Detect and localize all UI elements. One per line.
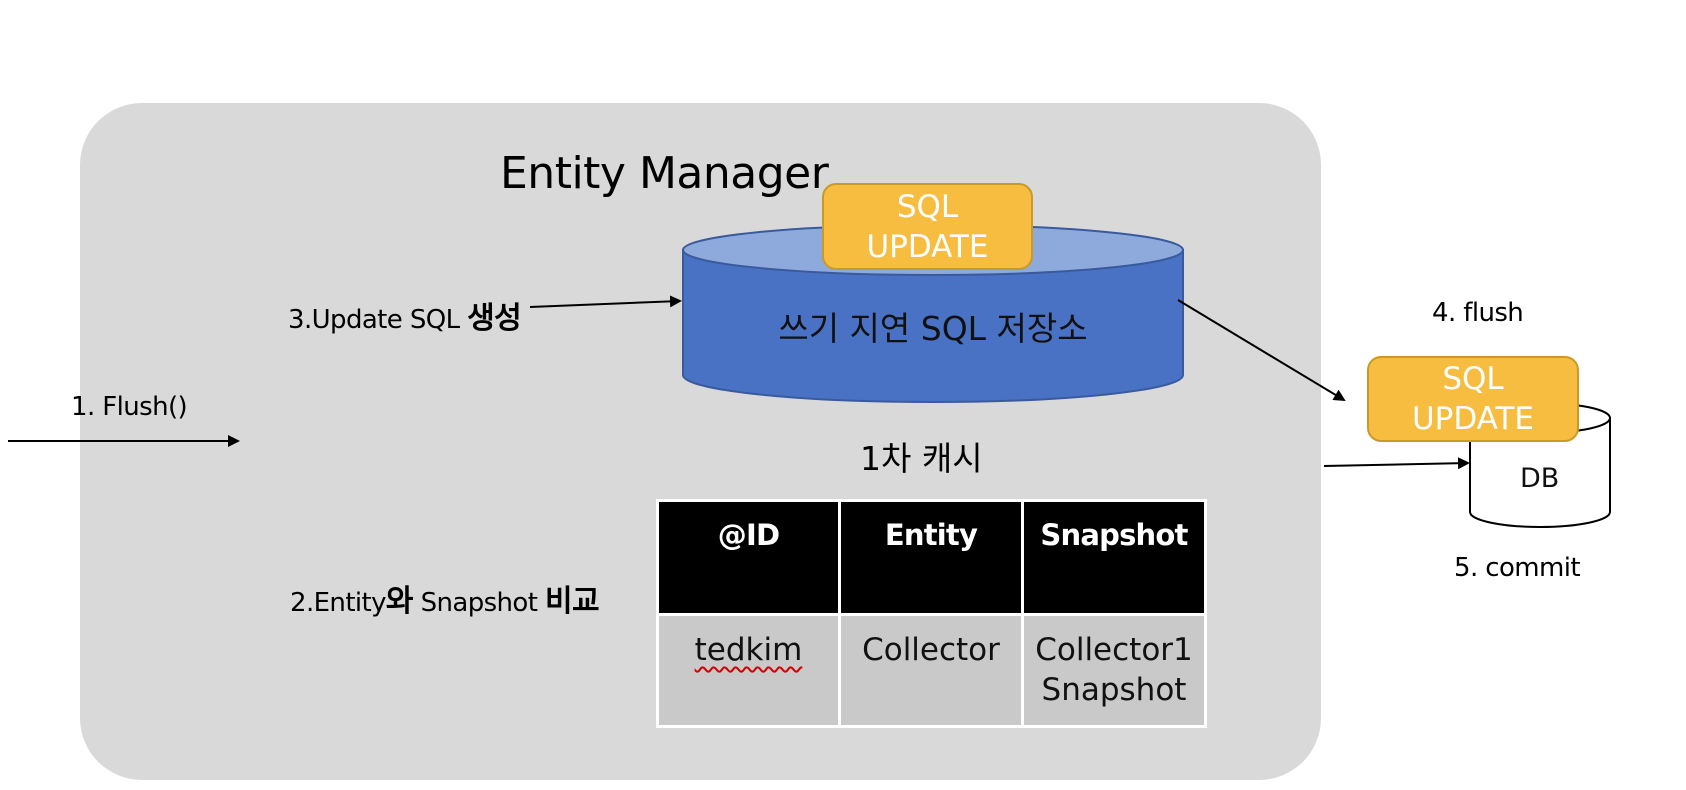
step1-label: 1. Flush()	[71, 392, 188, 422]
step3-prefix: 3.Update SQL	[288, 305, 468, 335]
step5-label: 5. commit	[1454, 553, 1581, 583]
update-sql-arrow-icon	[529, 295, 682, 308]
cell-snapshot-line2: Snapshot	[1041, 672, 1187, 708]
step2-prefix: 2.Entity	[290, 588, 387, 618]
header-entity: Entity	[838, 499, 1024, 616]
step2-ko2: 비교	[545, 584, 600, 619]
store-sql-line2: UPDATE	[866, 228, 989, 265]
sql-store-label: 쓰기 지연 SQL 저장소	[778, 309, 1088, 348]
db-sql-line2: UPDATE	[1411, 401, 1535, 437]
cell-snapshot-line1: Collector1	[1035, 632, 1193, 668]
cell-id: tedkim	[656, 613, 841, 728]
first-level-cache-table: @ID Entity Snapshot tedkim Collector Col…	[656, 499, 1207, 728]
header-id: @ID	[656, 499, 841, 616]
table-header-row: @ID Entity Snapshot	[656, 499, 1207, 616]
commit-arrow-icon	[1323, 457, 1470, 470]
step2-label: 2.Entity와 Snapshot 비교	[290, 576, 600, 620]
step2-mid: Snapshot	[412, 588, 545, 618]
step3-ko: 생성	[467, 301, 522, 336]
step3-label: 3.Update SQL 생성	[288, 293, 522, 337]
header-snapshot: Snapshot	[1021, 499, 1207, 616]
db-sql-update-box: SQL UPDATE	[1367, 356, 1579, 442]
store-sql-update-box: SQL UPDATE	[822, 183, 1033, 270]
entity-manager-title: Entity Manager	[500, 148, 829, 199]
db-label: DB	[1520, 463, 1560, 494]
db-sql-line1: SQL	[1442, 361, 1504, 397]
cell-id-text: tedkim	[694, 632, 803, 668]
cache-title: 1차 캐시	[860, 439, 983, 478]
step4-label: 4. flush	[1432, 298, 1524, 328]
cell-entity: Collector	[838, 613, 1024, 728]
store-sql-line1: SQL	[896, 188, 959, 225]
step2-ko1: 와	[385, 584, 414, 619]
table-row: tedkim Collector Collector1 Snapshot	[656, 613, 1207, 728]
cell-snapshot: Collector1 Snapshot	[1021, 613, 1207, 728]
flush-db-arrow-icon	[1177, 299, 1346, 402]
